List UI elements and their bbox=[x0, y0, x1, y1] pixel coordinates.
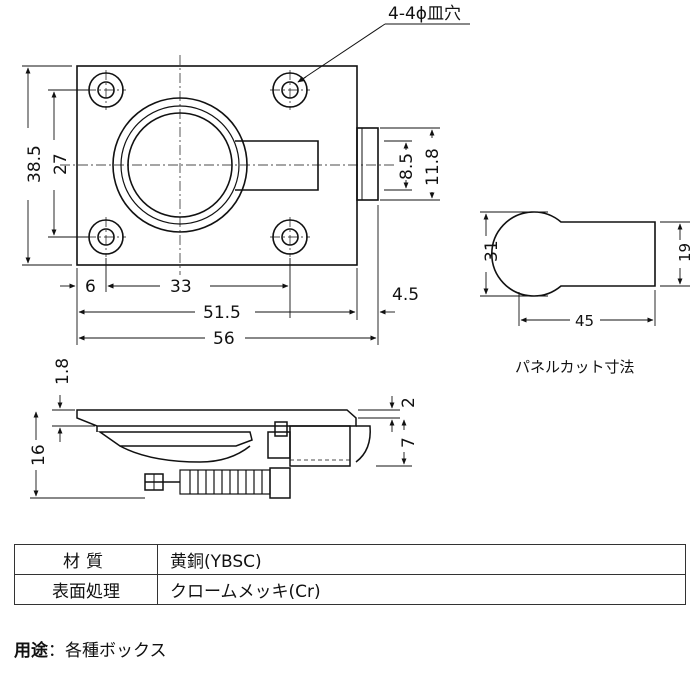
dim-hole-pitch-h: 33 bbox=[170, 277, 192, 297]
side-cup bbox=[97, 431, 253, 447]
side-plate bbox=[76, 409, 357, 427]
dim-tab-inner: 8.5 bbox=[397, 153, 417, 180]
tab bbox=[356, 127, 379, 201]
dim-overall-height: 38.5 bbox=[25, 145, 45, 183]
dim-tab-outer: 11.8 bbox=[423, 148, 443, 186]
spec-value-finish: クロームメッキ(Cr) bbox=[157, 574, 686, 605]
hole-callout bbox=[297, 23, 470, 83]
spec-table: 材質 黄銅(YBSC) 表面処理 クロームメッキ(Cr) bbox=[14, 544, 686, 605]
side-view-dimensions bbox=[30, 395, 412, 499]
dim-cut-height: 31 bbox=[482, 240, 502, 262]
usage-value: 各種ボックス bbox=[65, 641, 167, 661]
dim-hole-pitch-v: 27 bbox=[51, 153, 71, 175]
dim-cut-width: 45 bbox=[575, 312, 594, 330]
technical-drawing: 4-4ϕ皿穴 bbox=[22, 4, 694, 499]
hole-callout-text: 4-4ϕ皿穴 bbox=[388, 4, 461, 24]
panel-cut-dimensions bbox=[480, 211, 690, 326]
spec-key-finish: 表面処理 bbox=[14, 574, 158, 605]
dim-tab-offset: 4.5 bbox=[392, 285, 419, 305]
table-row: 表面処理 クロームメッキ(Cr) bbox=[14, 574, 686, 605]
dim-top-gap: 2 bbox=[399, 397, 419, 408]
top-view-dimensions bbox=[22, 65, 440, 345]
spring bbox=[179, 469, 271, 495]
panel-cut-label: パネルカット寸法 bbox=[515, 358, 635, 376]
usage-separator: ： bbox=[48, 641, 65, 661]
top-view bbox=[60, 55, 395, 275]
dim-overall-width: 56 bbox=[213, 329, 235, 349]
handle-bar bbox=[235, 140, 319, 191]
spec-value-material: 黄銅(YBSC) bbox=[157, 544, 686, 575]
spec-key-material: 材質 bbox=[14, 544, 158, 575]
dim-cut-tab: 19 bbox=[676, 243, 694, 262]
panel-cut-outline bbox=[490, 211, 656, 297]
usage-label: 用途 bbox=[14, 641, 48, 661]
dim-hole-span: 51.5 bbox=[203, 303, 241, 323]
side-view bbox=[76, 409, 371, 499]
usage-line: 用途：各種ボックス bbox=[14, 636, 167, 661]
dim-overall-depth: 16 bbox=[29, 444, 49, 466]
table-row: 材質 黄銅(YBSC) bbox=[14, 544, 686, 575]
dim-plate-thickness: 1.8 bbox=[53, 358, 73, 385]
dim-edge-offset: 6 bbox=[85, 277, 96, 297]
dim-depth: 7 bbox=[399, 437, 419, 448]
base-plate bbox=[76, 65, 358, 266]
panel-cut-view bbox=[490, 211, 656, 297]
